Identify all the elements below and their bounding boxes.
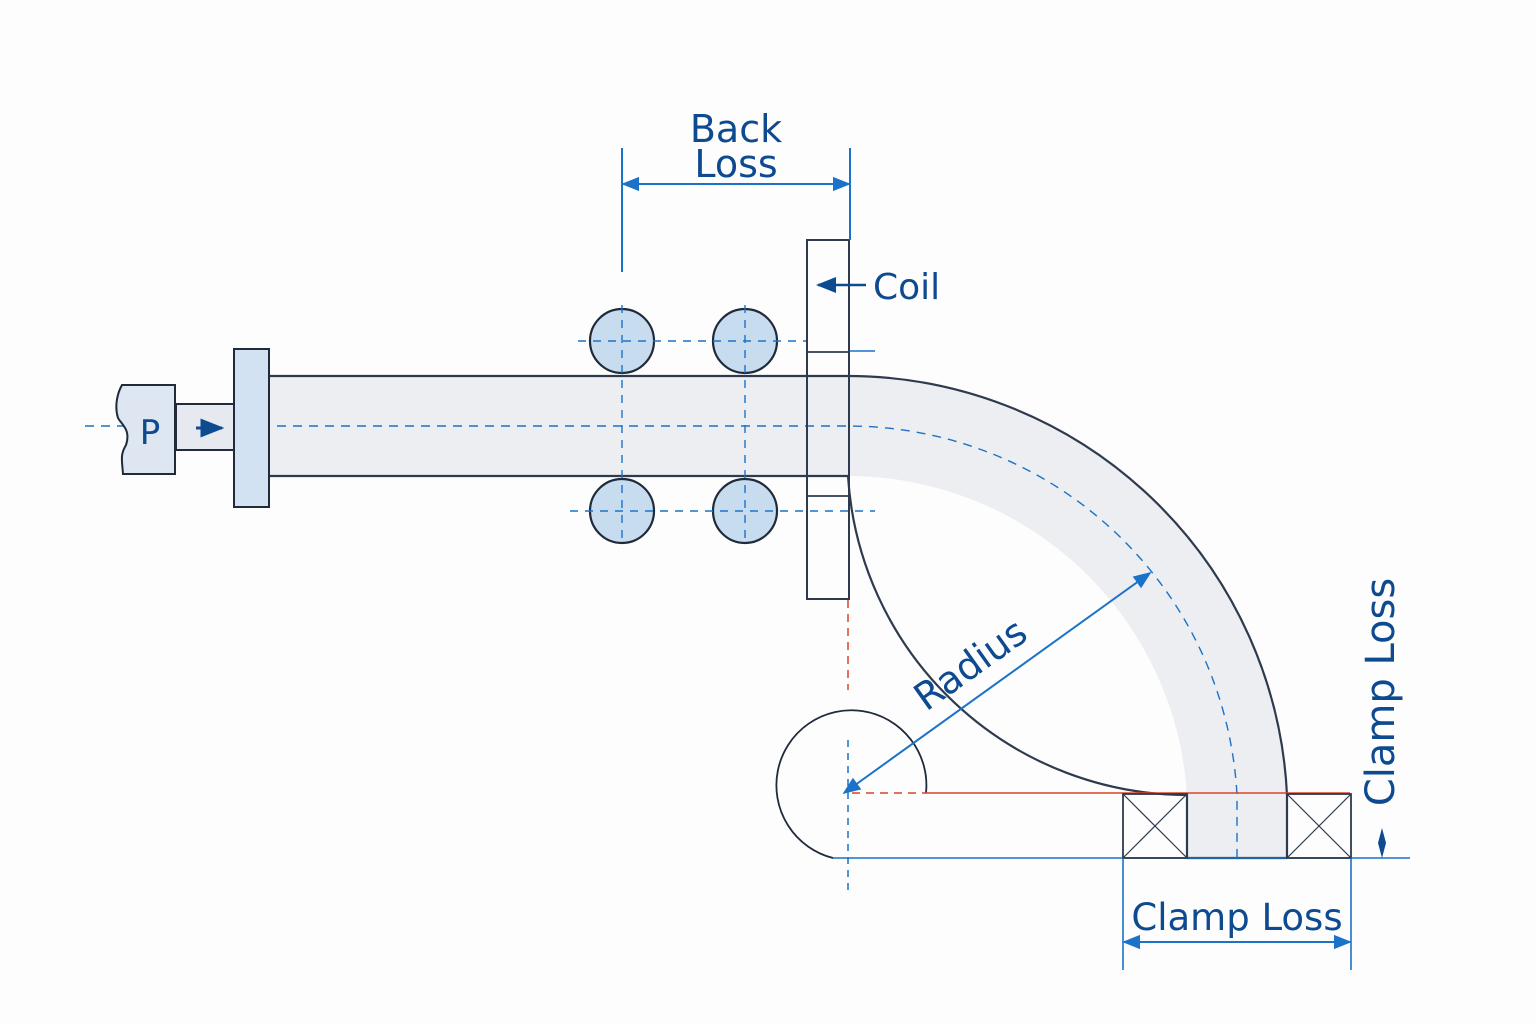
bend-die-circle <box>775 709 928 859</box>
bend-die: Radius <box>775 571 1410 892</box>
tube-body <box>270 376 1287 858</box>
clamp-block-right <box>1286 793 1352 859</box>
coil: Coil <box>806 239 940 600</box>
clamp-loss-horizontal-dimension: Clamp Loss <box>1122 858 1352 970</box>
coil-block <box>806 239 850 600</box>
back-loss-dimension: Back Loss <box>621 107 851 272</box>
pressure-die-flange <box>233 348 270 508</box>
back-loss-label-line1: Back <box>690 107 782 151</box>
clamps <box>1122 793 1352 859</box>
pusher-head <box>115 384 176 475</box>
clamp-loss-vertical-label: Clamp Loss <box>1358 578 1404 806</box>
clamp-loss-horizontal-label: Clamp Loss <box>1131 896 1342 939</box>
back-loss-label-line2: Loss <box>694 142 777 186</box>
pusher-label: P <box>140 413 161 453</box>
coil-label: Coil <box>873 267 940 308</box>
clamp-block-left <box>1122 793 1188 859</box>
clamp-loss-vertical-dimension: Clamp Loss <box>1358 578 1404 858</box>
tube-centerline <box>85 425 1238 858</box>
clamp-loss-diamond-marker <box>1378 828 1386 858</box>
pusher: P <box>115 348 270 508</box>
tube-outer-arc <box>847 374 1289 858</box>
radius-arrow <box>842 571 1152 795</box>
rollers <box>570 305 875 545</box>
